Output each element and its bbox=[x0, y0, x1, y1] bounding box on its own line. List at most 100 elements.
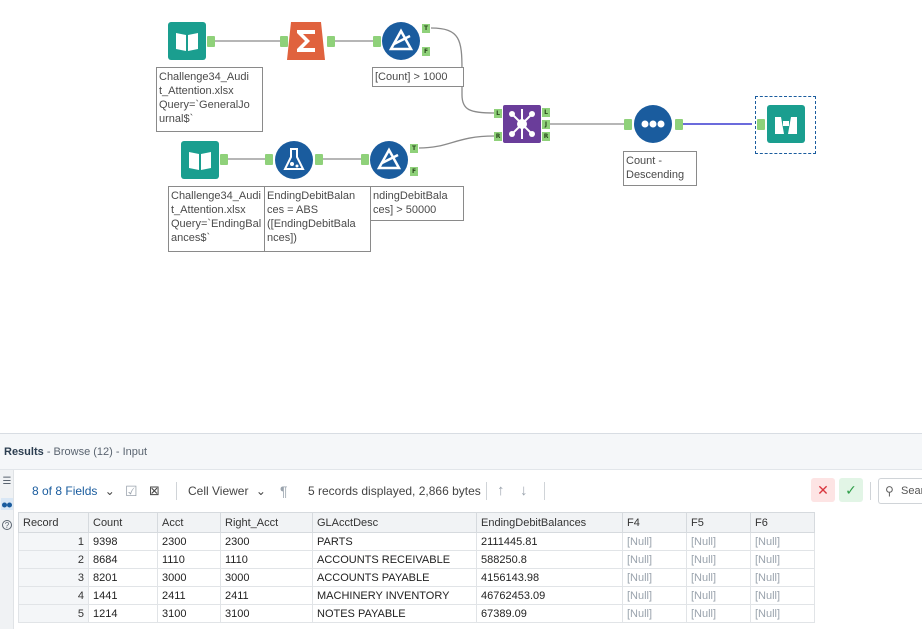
output-anchor[interactable] bbox=[220, 154, 228, 165]
arrow-up-icon[interactable]: ↑ bbox=[497, 482, 505, 499]
table-cell: 8684 bbox=[88, 550, 158, 569]
true-anchor[interactable]: T bbox=[410, 144, 418, 153]
input-anchor[interactable] bbox=[757, 119, 765, 130]
column-header[interactable]: Count bbox=[88, 512, 158, 533]
summarize-tool[interactable] bbox=[287, 22, 325, 60]
check-icon[interactable]: ✓ bbox=[839, 478, 863, 502]
filter-icon bbox=[370, 141, 408, 179]
table-cell: MACHINERY INVENTORY bbox=[312, 586, 477, 605]
toolbar-divider bbox=[176, 482, 177, 500]
left-output-anchor[interactable]: L bbox=[542, 108, 550, 117]
browse-tool[interactable] bbox=[767, 105, 805, 143]
workflow-canvas[interactable]: Challenge34_Audi t_Attention.xlsx Query=… bbox=[0, 0, 922, 433]
true-anchor[interactable]: T bbox=[422, 24, 430, 33]
table-cell: 3000 bbox=[220, 568, 313, 587]
column-header[interactable]: GLAcctDesc bbox=[312, 512, 477, 533]
checkbox-toggle-icon[interactable]: ☑ bbox=[125, 483, 138, 499]
join-tool[interactable] bbox=[503, 105, 541, 143]
table-row[interactable]: 5 1214 3100 3100 NOTES PAYABLE 67389.09 … bbox=[18, 604, 815, 623]
column-header[interactable]: Right_Acct bbox=[220, 512, 313, 533]
table-cell: ACCOUNTS RECEIVABLE bbox=[312, 550, 477, 569]
cell-viewer-label: Cell Viewer bbox=[188, 484, 249, 498]
right-output-anchor[interactable]: R bbox=[542, 132, 550, 141]
table-cell: [Null] bbox=[750, 568, 815, 587]
record-cell: 1 bbox=[18, 532, 89, 551]
sort-tool[interactable] bbox=[634, 105, 672, 143]
record-cell: 4 bbox=[18, 586, 89, 605]
table-cell: [Null] bbox=[686, 568, 751, 587]
input-data-tool-1[interactable] bbox=[168, 22, 206, 60]
search-box[interactable]: ⚲ Sear bbox=[878, 478, 922, 504]
input-anchor[interactable] bbox=[265, 154, 273, 165]
input-anchor[interactable] bbox=[361, 154, 369, 165]
results-side-rail: ☰ ? bbox=[0, 470, 14, 629]
arrow-down-icon[interactable]: ↓ bbox=[520, 482, 528, 499]
column-header[interactable]: F5 bbox=[686, 512, 751, 533]
table-cell: 9398 bbox=[88, 532, 158, 551]
table-cell: 1214 bbox=[88, 604, 158, 623]
book-icon bbox=[181, 141, 219, 179]
help-icon[interactable]: ? bbox=[2, 520, 12, 530]
table-cell: [Null] bbox=[686, 550, 751, 569]
results-table[interactable]: Record Count Acct Right_Acct GLAcctDesc … bbox=[18, 512, 815, 623]
table-cell: 2300 bbox=[157, 532, 221, 551]
book-icon bbox=[168, 22, 206, 60]
input-anchor[interactable] bbox=[280, 36, 288, 47]
table-cell: [Null] bbox=[686, 586, 751, 605]
column-header[interactable]: F6 bbox=[750, 512, 815, 533]
table-row[interactable]: 4 1441 2411 2411 MACHINERY INVENTORY 467… bbox=[18, 586, 815, 605]
table-cell: 1441 bbox=[88, 586, 158, 605]
pilcrow-icon[interactable]: ¶ bbox=[280, 483, 288, 499]
formula-tool[interactable] bbox=[275, 141, 313, 179]
chevron-down-icon: ⌄ bbox=[104, 484, 115, 498]
input-anchor[interactable] bbox=[624, 119, 632, 130]
list-icon[interactable]: ☰ bbox=[2, 476, 12, 487]
column-header[interactable]: Acct bbox=[157, 512, 221, 533]
input-data-tool-2[interactable] bbox=[181, 141, 219, 179]
output-anchor[interactable] bbox=[315, 154, 323, 165]
toolbar-divider bbox=[486, 482, 487, 500]
column-header[interactable]: Record bbox=[18, 512, 89, 533]
input-anchor[interactable] bbox=[373, 36, 381, 47]
input2-annotation: Challenge34_Audi t_Attention.xlsx Query=… bbox=[168, 186, 265, 252]
fields-selector[interactable]: 8 of 8 Fields ⌄ bbox=[32, 483, 115, 499]
deselect-icon[interactable]: ⊠ bbox=[149, 483, 160, 498]
table-cell: [Null] bbox=[750, 532, 815, 551]
record-info: 5 records displayed, 2,866 bytes bbox=[308, 484, 481, 498]
binoculars-icon[interactable] bbox=[1, 498, 13, 510]
table-cell: [Null] bbox=[686, 532, 751, 551]
table-row[interactable]: 2 8684 1110 1110 ACCOUNTS RECEIVABLE 588… bbox=[18, 550, 815, 569]
table-cell: [Null] bbox=[686, 604, 751, 623]
table-cell: PARTS bbox=[312, 532, 477, 551]
close-icon[interactable]: ✕ bbox=[811, 478, 835, 502]
chevron-down-icon: ⌄ bbox=[255, 484, 266, 498]
output-anchor[interactable] bbox=[327, 36, 335, 47]
filter-icon bbox=[382, 22, 420, 60]
table-cell: 3000 bbox=[157, 568, 221, 587]
record-cell: 3 bbox=[18, 568, 89, 587]
cell-viewer-selector[interactable]: Cell Viewer ⌄ bbox=[188, 483, 266, 499]
input1-annotation: Challenge34_Audi t_Attention.xlsx Query=… bbox=[156, 67, 263, 132]
join-output-anchor[interactable]: J bbox=[542, 120, 550, 129]
false-anchor[interactable]: F bbox=[422, 47, 430, 56]
output-anchor[interactable] bbox=[675, 119, 683, 130]
table-row[interactable]: 3 8201 3000 3000 ACCOUNTS PAYABLE 415614… bbox=[18, 568, 815, 587]
column-header[interactable]: F4 bbox=[622, 512, 687, 533]
table-cell: 46762453.09 bbox=[476, 586, 623, 605]
filter-tool-1[interactable] bbox=[382, 22, 420, 60]
false-anchor[interactable]: F bbox=[410, 167, 418, 176]
table-cell: [Null] bbox=[622, 604, 687, 623]
table-cell: ACCOUNTS PAYABLE bbox=[312, 568, 477, 587]
results-title: Results bbox=[4, 446, 44, 458]
table-cell: NOTES PAYABLE bbox=[312, 604, 477, 623]
fields-label: 8 of 8 Fields bbox=[32, 484, 98, 498]
table-row[interactable]: 1 9398 2300 2300 PARTS 2111445.81 [Null]… bbox=[18, 532, 815, 551]
left-input-anchor[interactable]: L bbox=[494, 109, 502, 118]
column-header[interactable]: EndingDebitBalances bbox=[476, 512, 623, 533]
output-anchor[interactable] bbox=[207, 36, 215, 47]
binoculars-icon bbox=[767, 105, 805, 143]
results-header: Results - Browse (12) - Input bbox=[0, 434, 922, 470]
right-input-anchor[interactable]: R bbox=[494, 132, 502, 141]
filter-tool-2[interactable] bbox=[370, 141, 408, 179]
table-cell: [Null] bbox=[622, 532, 687, 551]
